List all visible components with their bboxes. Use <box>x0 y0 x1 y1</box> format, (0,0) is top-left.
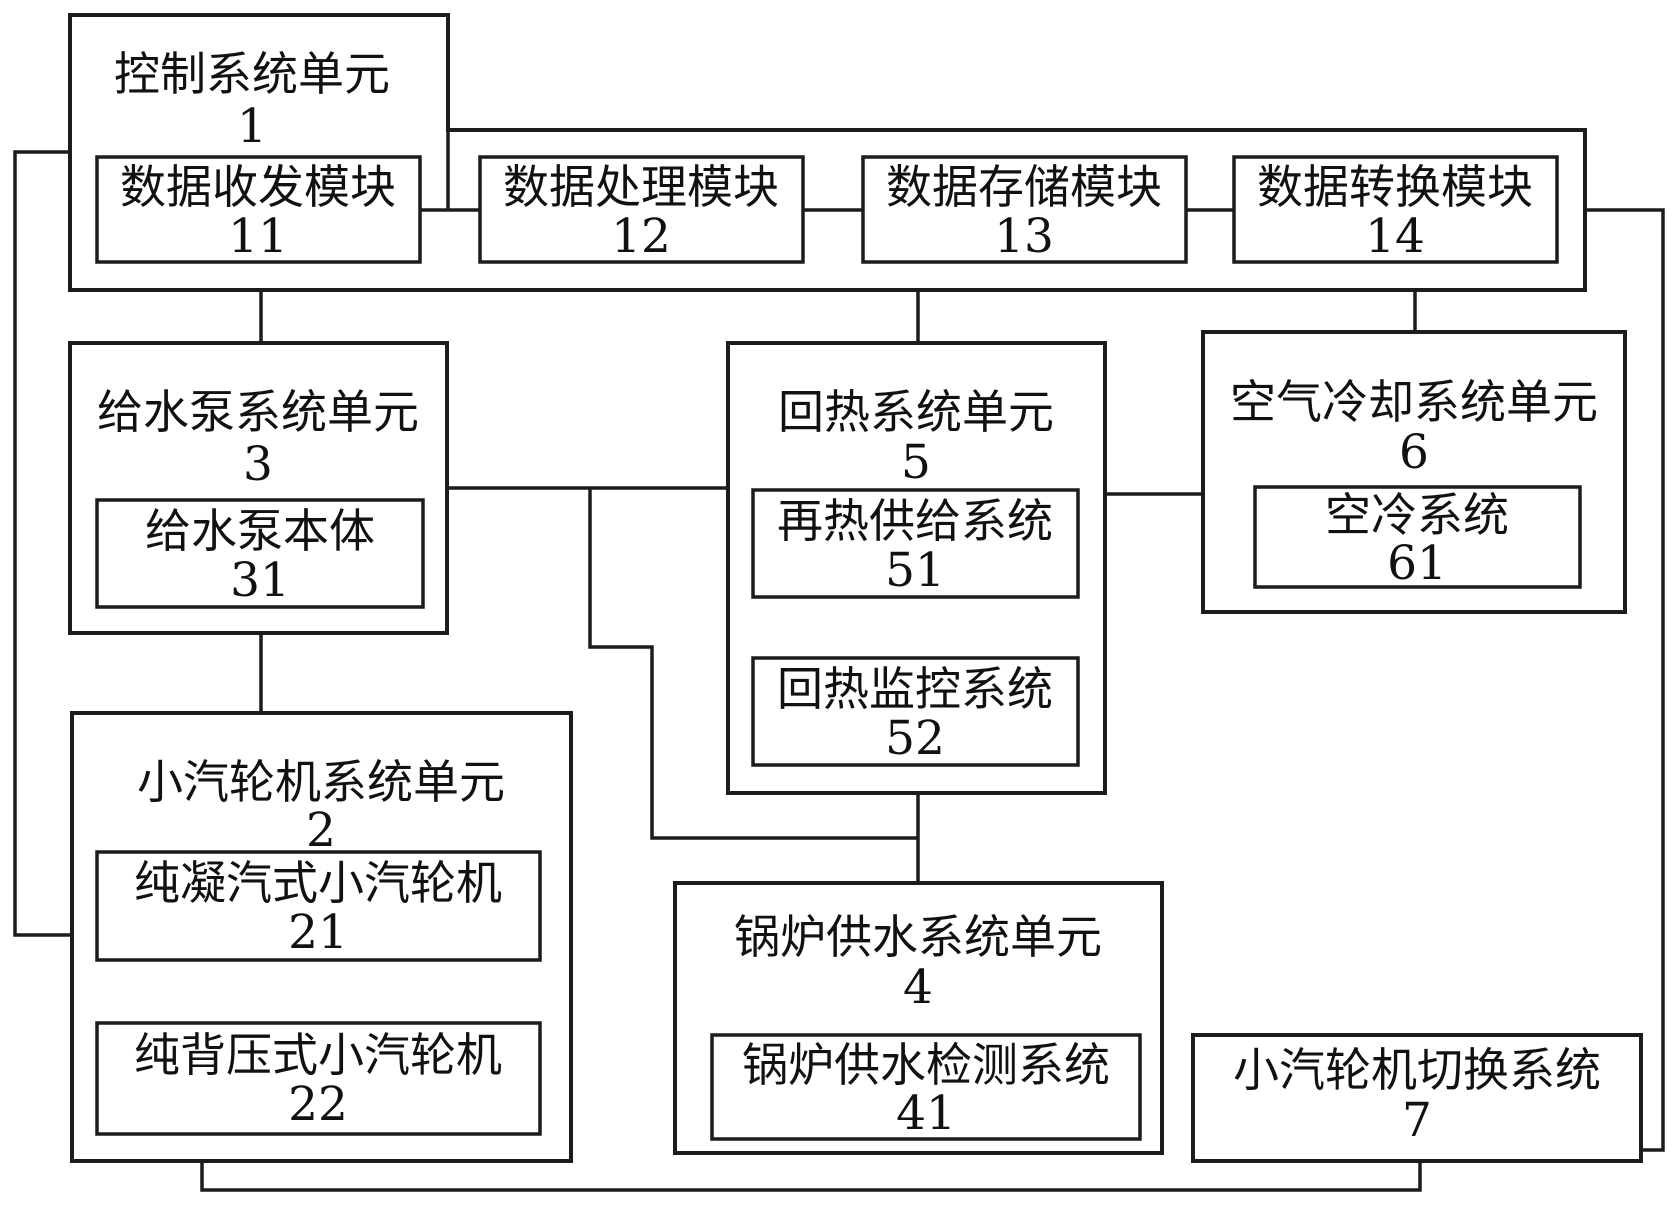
boiler-detection-box <box>710 1033 1142 1141</box>
small-turbine-unit-number: 2 <box>306 803 336 858</box>
node-data-processing-module: 数据处理模块 12 <box>478 155 805 264</box>
node-data-transceiver-module: 数据收发模块 11 <box>95 155 422 264</box>
reheat-supply-label: 再热供给系统 <box>777 494 1053 548</box>
node-control-unit: 控制系统单元 1 <box>114 47 390 154</box>
data-processing-number: 12 <box>611 209 671 264</box>
boiler-supply-unit-number: 4 <box>903 960 933 1015</box>
backpressure-turbine-label: 纯背压式小汽轮机 <box>134 1028 502 1082</box>
air-cooling-system-box <box>1253 485 1582 589</box>
data-conversion-label: 数据转换模块 <box>1257 160 1533 214</box>
data-transceiver-number: 11 <box>228 209 288 264</box>
backpressure-turbine-box <box>95 1021 542 1136</box>
data-transceiver-box <box>95 155 422 264</box>
data-transceiver-label: 数据收发模块 <box>120 160 396 214</box>
backpressure-turbine-number: 22 <box>288 1077 348 1132</box>
connector-right-rail <box>1585 208 1665 1152</box>
node-small-turbine-unit: 小汽轮机系统单元 2 纯凝汽式小汽轮机 21 纯背压式小汽轮机 22 <box>70 711 573 1163</box>
turbine-switching-label: 小汽轮机切换系统 <box>1233 1043 1601 1097</box>
data-processing-box <box>478 155 805 264</box>
boiler-detection-number: 41 <box>896 1086 956 1141</box>
regenerative-unit-number: 5 <box>901 435 931 490</box>
regenerative-unit-label: 回热系统单元 <box>778 385 1054 439</box>
reheat-supply-box <box>751 488 1080 599</box>
node-feedwater-pump-unit: 给水泵系统单元 3 给水泵本体 31 <box>68 341 449 635</box>
connector-left-rail <box>13 150 72 937</box>
data-storage-box <box>861 155 1188 264</box>
node-turbine-switching-system: 小汽轮机切换系统 7 <box>1191 1033 1643 1163</box>
connector-branch-to-boiler <box>588 488 918 840</box>
control-unit-label: 控制系统单元 <box>114 47 390 101</box>
node-boiler-supply-unit: 锅炉供水系统单元 4 锅炉供水检测系统 41 <box>673 881 1164 1155</box>
node-regenerative-unit: 回热系统单元 5 再热供给系统 51 回热监控系统 52 <box>726 341 1107 795</box>
node-data-conversion-module: 数据转换模块 14 <box>1232 155 1559 264</box>
feedwater-pump-body-label: 给水泵本体 <box>145 504 375 558</box>
data-processing-label: 数据处理模块 <box>503 160 779 214</box>
data-storage-number: 13 <box>994 209 1054 264</box>
feedwater-pump-unit-number: 3 <box>243 437 273 492</box>
node-data-storage-module: 数据存储模块 13 <box>861 155 1188 264</box>
condensing-turbine-label: 纯凝汽式小汽轮机 <box>134 856 502 910</box>
feedwater-pump-unit-label: 给水泵系统单元 <box>97 385 419 439</box>
regen-monitor-label: 回热监控系统 <box>777 662 1053 716</box>
feedwater-pump-body-number: 31 <box>230 553 290 608</box>
control-unit-outline <box>68 13 1587 292</box>
condensing-turbine-number: 21 <box>288 905 348 960</box>
data-conversion-number: 14 <box>1365 209 1425 264</box>
boiler-supply-unit-label: 锅炉供水系统单元 <box>734 910 1102 964</box>
air-cooling-unit-number: 6 <box>1399 425 1429 480</box>
connector-bottom-rail <box>200 1161 1422 1192</box>
regen-monitor-number: 52 <box>885 711 945 766</box>
turbine-switching-box <box>1191 1033 1643 1163</box>
data-storage-label: 数据存储模块 <box>886 160 1162 214</box>
air-cooling-system-number: 61 <box>1387 536 1447 591</box>
small-turbine-unit-label: 小汽轮机系统单元 <box>137 755 505 809</box>
feedwater-pump-body-box <box>95 498 425 609</box>
regen-monitor-box <box>751 656 1080 767</box>
air-cooling-system-label: 空冷系统 <box>1325 488 1509 542</box>
boiler-detection-label: 锅炉供水检测系统 <box>742 1038 1110 1092</box>
turbine-switching-number: 7 <box>1402 1093 1432 1148</box>
control-unit-number: 1 <box>237 99 267 154</box>
reheat-supply-number: 51 <box>885 543 945 598</box>
condensing-turbine-box <box>95 850 542 962</box>
node-air-cooling-unit: 空气冷却系统单元 6 空冷系统 61 <box>1201 330 1627 614</box>
data-conversion-box <box>1232 155 1559 264</box>
air-cooling-unit-label: 空气冷却系统单元 <box>1230 375 1598 429</box>
